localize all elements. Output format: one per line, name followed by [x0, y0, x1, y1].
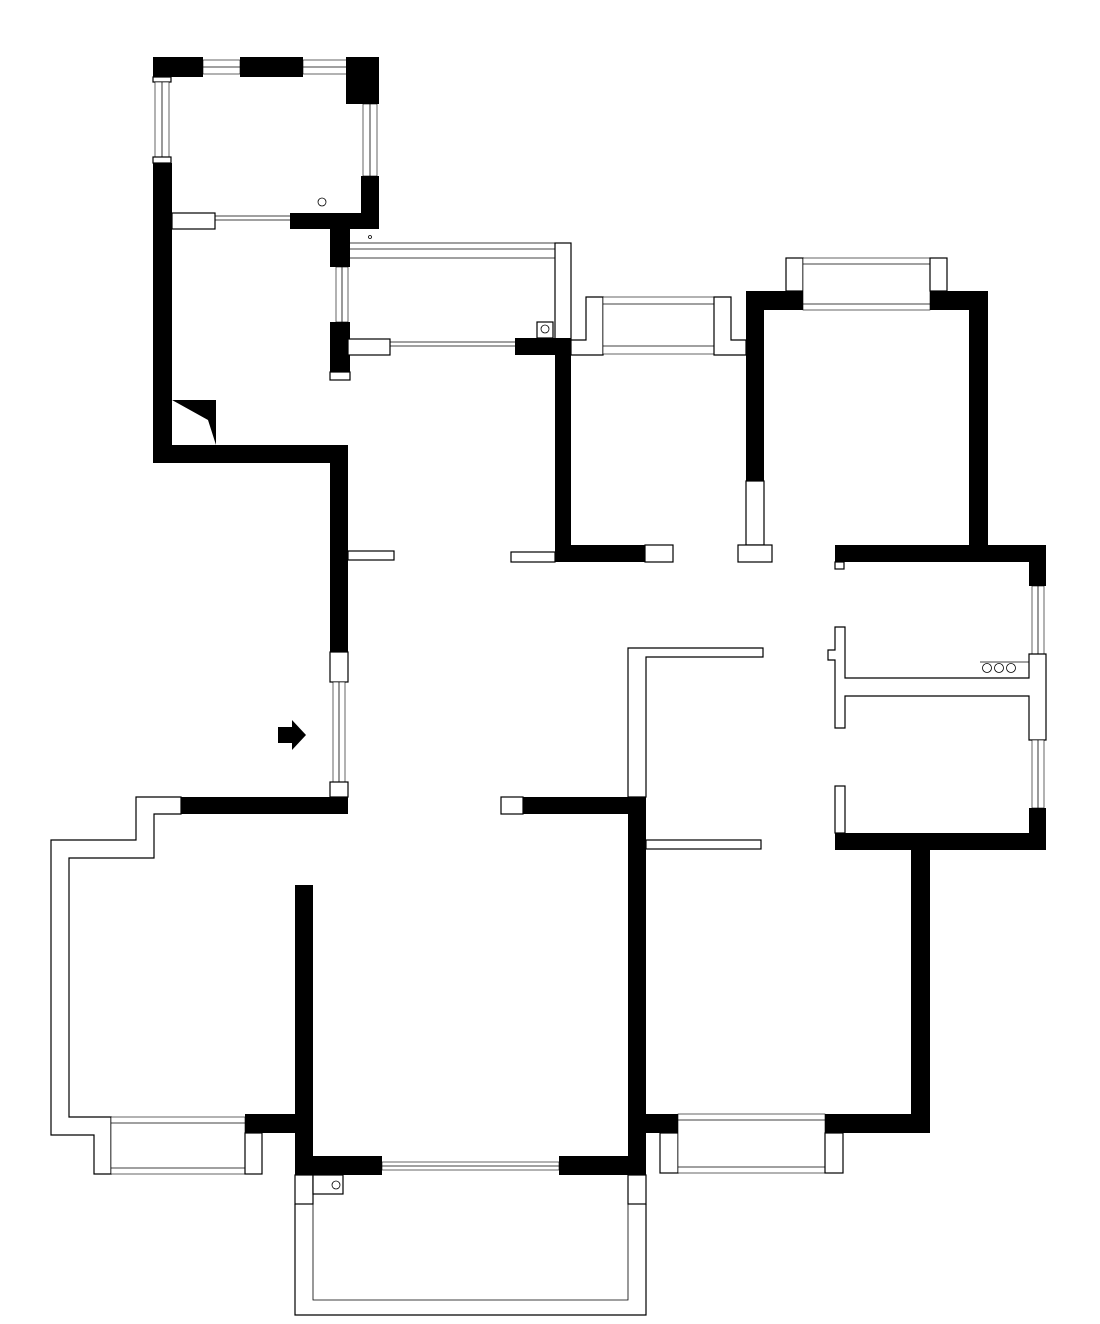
wall-tr-left: [746, 291, 764, 481]
wall-br-bottom-right: [825, 1114, 930, 1133]
pier-left: [152, 156, 172, 164]
wall-bottom-right: [290, 213, 379, 229]
wall-bath-right-top: [1029, 545, 1046, 586]
bl-window-right-pier: [244, 1132, 263, 1175]
living-room: [294, 796, 647, 1316]
window-top-right: [802, 257, 931, 311]
tr-window-left-pier: [785, 257, 804, 292]
balcony-outline-outer: [294, 1204, 647, 1316]
bath-top-stub: [834, 561, 845, 570]
floor-drain-icon: [317, 197, 327, 207]
partition-upper: [627, 647, 764, 798]
bath-partition: [827, 626, 1047, 741]
wall-kitchen-bottom: [515, 338, 571, 355]
top-right-room: [737, 257, 988, 563]
window-mid-top: [602, 296, 715, 355]
pier-top-left: [152, 76, 172, 83]
stove-burner-icon: [982, 663, 992, 673]
mid-bottom-jamb: [644, 544, 674, 563]
wall-top-right-corner: [346, 57, 379, 104]
entry-door-jamb-bottom: [329, 781, 349, 798]
partition-lower-stub: [645, 839, 762, 850]
wall-left-horizontal: [153, 445, 348, 463]
tr-door-jamb: [745, 480, 765, 546]
wall-left-vertical: [153, 163, 172, 463]
left-upper-walls: [153, 163, 395, 798]
bath-bottom-stub: [834, 785, 846, 834]
arrow-right-icon: [278, 720, 306, 750]
balcony-end-post: [554, 242, 572, 341]
mid-bottom-left-stub: [510, 551, 556, 563]
wall-kitchen-left-lower: [330, 322, 350, 372]
central-partition: [627, 647, 764, 850]
wall-mid-bottom: [555, 545, 645, 562]
living-balcony-right-pier: [627, 1174, 647, 1205]
stove-burner-icon-2: [994, 663, 1004, 673]
drain-icon: [331, 1180, 341, 1190]
middle-top-room: [510, 296, 747, 563]
wall-br-bottom-left: [646, 1114, 678, 1133]
mid-window-right-pier: [713, 296, 747, 356]
wall-living-bottom-right: [559, 1156, 646, 1175]
bottom-left-room: [50, 796, 348, 1175]
wall-mid-left-vertical: [555, 355, 571, 562]
wall-tr-right: [969, 291, 988, 562]
top-left-room: [152, 57, 379, 239]
balcony-outline-inner: [312, 1204, 629, 1301]
wall-top-mid: [240, 57, 303, 77]
window-bl-bottom: [110, 1116, 246, 1175]
living-top-left-jamb: [500, 796, 524, 815]
wall-living-bottom-left: [295, 1156, 382, 1175]
mid-window-left-pier: [570, 296, 604, 356]
br-window-right-pier: [824, 1132, 844, 1174]
kitchen-balcony: [329, 229, 572, 381]
living-balcony-left-pier: [294, 1174, 314, 1205]
small-drain-icon: [368, 235, 372, 239]
pipe-shaft-icon: [172, 400, 216, 445]
wall-living-top: [523, 797, 646, 814]
wall-bath-bottom: [835, 833, 1046, 850]
door-jamb-left: [171, 212, 216, 230]
stove-burner-icon-3: [1006, 663, 1016, 673]
wall-bath-top: [835, 545, 1046, 562]
tr-window-right-pier: [929, 257, 948, 292]
window-br-bottom: [677, 1113, 826, 1174]
right-bathrooms: [827, 545, 1047, 850]
wall-living-right: [628, 797, 646, 1175]
pipe-icon: [540, 324, 550, 334]
entry-stub: [347, 550, 395, 561]
entry-door-jamb-top: [329, 651, 349, 683]
wall-entry-vertical: [330, 445, 348, 652]
br-window-left-pier: [659, 1132, 679, 1174]
kitchen-door-jamb: [347, 338, 391, 356]
wall-top-left-corner: [153, 57, 203, 77]
wall-bl-right: [295, 885, 313, 1175]
wall-kitchen-top: [330, 229, 350, 267]
wall-bl-top: [181, 797, 348, 814]
wall-br-right: [911, 850, 930, 1133]
bottom-right-room: [646, 850, 930, 1174]
pier-kitchen-bottom: [329, 371, 351, 381]
tr-door-jamb-foot: [737, 544, 773, 563]
